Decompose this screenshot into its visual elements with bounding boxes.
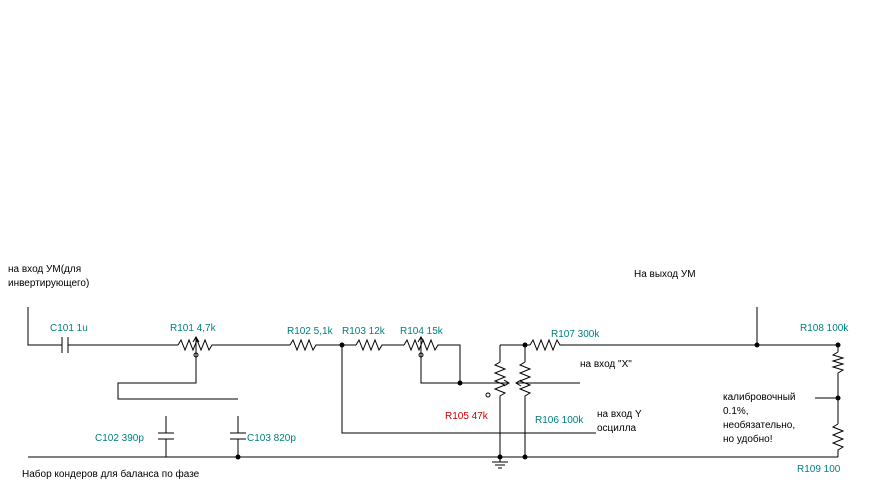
potentiometer-r106 [515,361,532,398]
label-r107: R107 300k [551,329,600,340]
junctions [235,342,841,460]
junction-dot [235,454,241,460]
label-r106: R106 100k [535,415,584,426]
capacitor-c101 [58,337,72,353]
junction-dot [522,454,528,460]
potentiometer-r104 [402,336,440,358]
label-r108: R108 100k [800,323,849,334]
junction-dot [497,454,503,460]
junction-dot [754,342,760,348]
label-r105: R105 47k [445,411,489,422]
label-oscilloscope: осцилла [597,423,637,434]
label-input-x: на вход "X" [580,359,632,370]
labels: на вход УМ(для инвертирующего) На выход … [8,264,849,480]
label-r102: R102 5,1k [287,326,334,337]
junction-dot [835,342,841,348]
wire-r101-wiper [117,354,238,400]
resistor-r102 [282,338,318,352]
junction-dot [522,342,528,348]
label-input-um: на вход УМ(для [8,264,81,275]
resistor-r109 [831,423,845,452]
label-caps-note: Набор кондеров для баланса по фазе [22,468,200,480]
wire-input-lead [27,307,58,346]
label-c101: C101 1u [50,323,88,334]
resistor-r103 [350,338,384,352]
label-c102: C102 390p [95,433,144,444]
label-r104: R104 15k [400,326,444,337]
label-output-um: На выход УМ [634,269,696,280]
junction-dot [339,342,345,348]
junction-dot [457,380,463,386]
label-r109: R109 100 [797,464,841,475]
capacitor-c103 [230,432,246,440]
junction-dot [835,395,841,401]
potentiometer-r105 [485,361,510,398]
label-input-um-line2: инвертирующего) [8,278,89,289]
label-c103: C103 820p [247,433,296,444]
ground-icon [492,461,508,469]
resistor-r108 [831,351,845,374]
wire-y-output [341,345,596,434]
resistor-r107 [529,338,562,352]
wire-r104-wiper [420,354,460,384]
label-r101: R101 4,7k [170,323,217,334]
potentiometer-r101 [158,336,218,358]
label-calib-2: 0.1%, [723,406,749,417]
label-calib-3: необязательно, [723,419,795,431]
label-r103: R103 12k [342,326,386,337]
label-calib-4: но удобно! [723,433,773,445]
label-input-y: на вход Y [597,409,642,420]
capacitor-c102 [158,432,174,440]
wire-r104-node [440,344,490,384]
label-calib-1: калибровочный [723,391,795,403]
